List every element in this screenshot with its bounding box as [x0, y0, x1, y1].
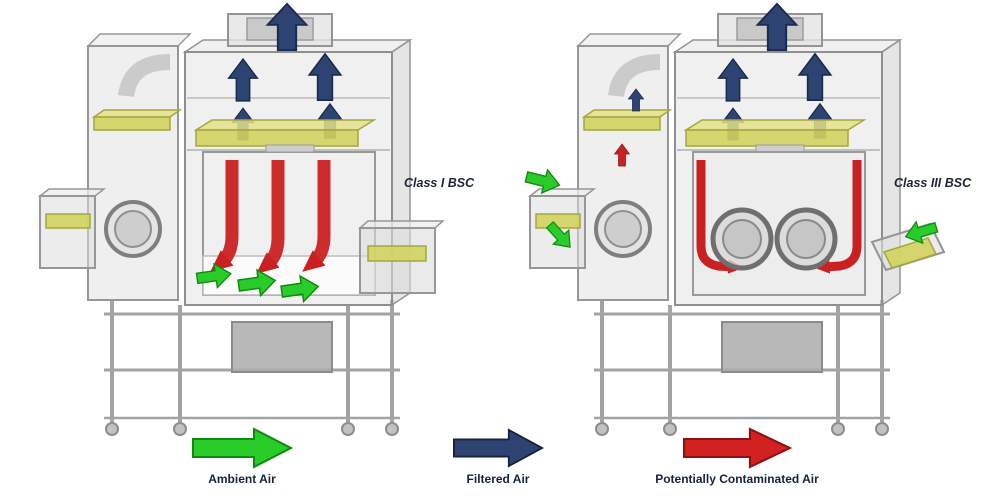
shelf-unit: [231, 321, 333, 373]
glove-port-inner: [722, 219, 762, 259]
casters: [105, 422, 399, 436]
pass-through-port-inner: [114, 210, 152, 248]
hepa-filter-top: [193, 119, 377, 131]
inlet-hepa-filter-top: [91, 109, 183, 118]
class-iii-bsc-label: Class III BSC: [894, 176, 972, 190]
legend-filtered-air-label: Filtered Air: [466, 472, 530, 486]
support-stand: [592, 298, 892, 437]
side-box-top: [358, 220, 445, 229]
caster-wheel: [105, 422, 119, 436]
filter-panel: [882, 237, 938, 269]
contaminated-air-arrow-icon: [696, 160, 744, 274]
caster-wheel: [173, 422, 187, 436]
glove-port: [710, 207, 774, 271]
legend: [192, 427, 791, 469]
caster-wheel: [341, 422, 355, 436]
class-i-bsc-figure: [37, 2, 445, 436]
contaminated-air-arrow-icon: [814, 160, 862, 274]
pass-through-box: [39, 195, 96, 269]
contaminated-air-arrow-icon: [256, 160, 285, 274]
caster-wheel: [385, 422, 399, 436]
contaminated-air-arrow-icon: [210, 160, 239, 272]
class-iii-features: [522, 88, 946, 296]
contaminated-air-flow: [210, 160, 331, 274]
class-i-airflow: [194, 160, 445, 306]
legend-ambient-air-arrow-icon: [192, 428, 292, 468]
legend-filtered-air-arrow-icon: [452, 429, 544, 467]
sash-handle: [265, 144, 315, 153]
filter-panel: [45, 213, 91, 229]
pass-through-box-top: [37, 188, 107, 197]
inlet-hepa-filter: [93, 116, 171, 131]
contaminated-air-flow: [696, 160, 862, 274]
back-tower-top: [86, 33, 192, 47]
glove-port-inner: [786, 219, 826, 259]
legend-contaminated-air-arrow-icon: [683, 427, 791, 469]
legend-ambient-air-label: Ambient Air: [208, 472, 276, 486]
class-iii-bsc-figure: [522, 4, 946, 437]
glove-port: [774, 207, 838, 271]
support-stand: [104, 300, 400, 436]
duct-elbow: [118, 54, 171, 98]
hepa-filter: [195, 129, 359, 147]
filter-panel: [367, 245, 427, 262]
legend-contaminated-air-label: Potentially Contaminated Air: [655, 472, 819, 486]
class-i-bsc-label: Class I BSC: [404, 176, 475, 190]
contaminated-air-arrow-icon: [302, 160, 331, 272]
